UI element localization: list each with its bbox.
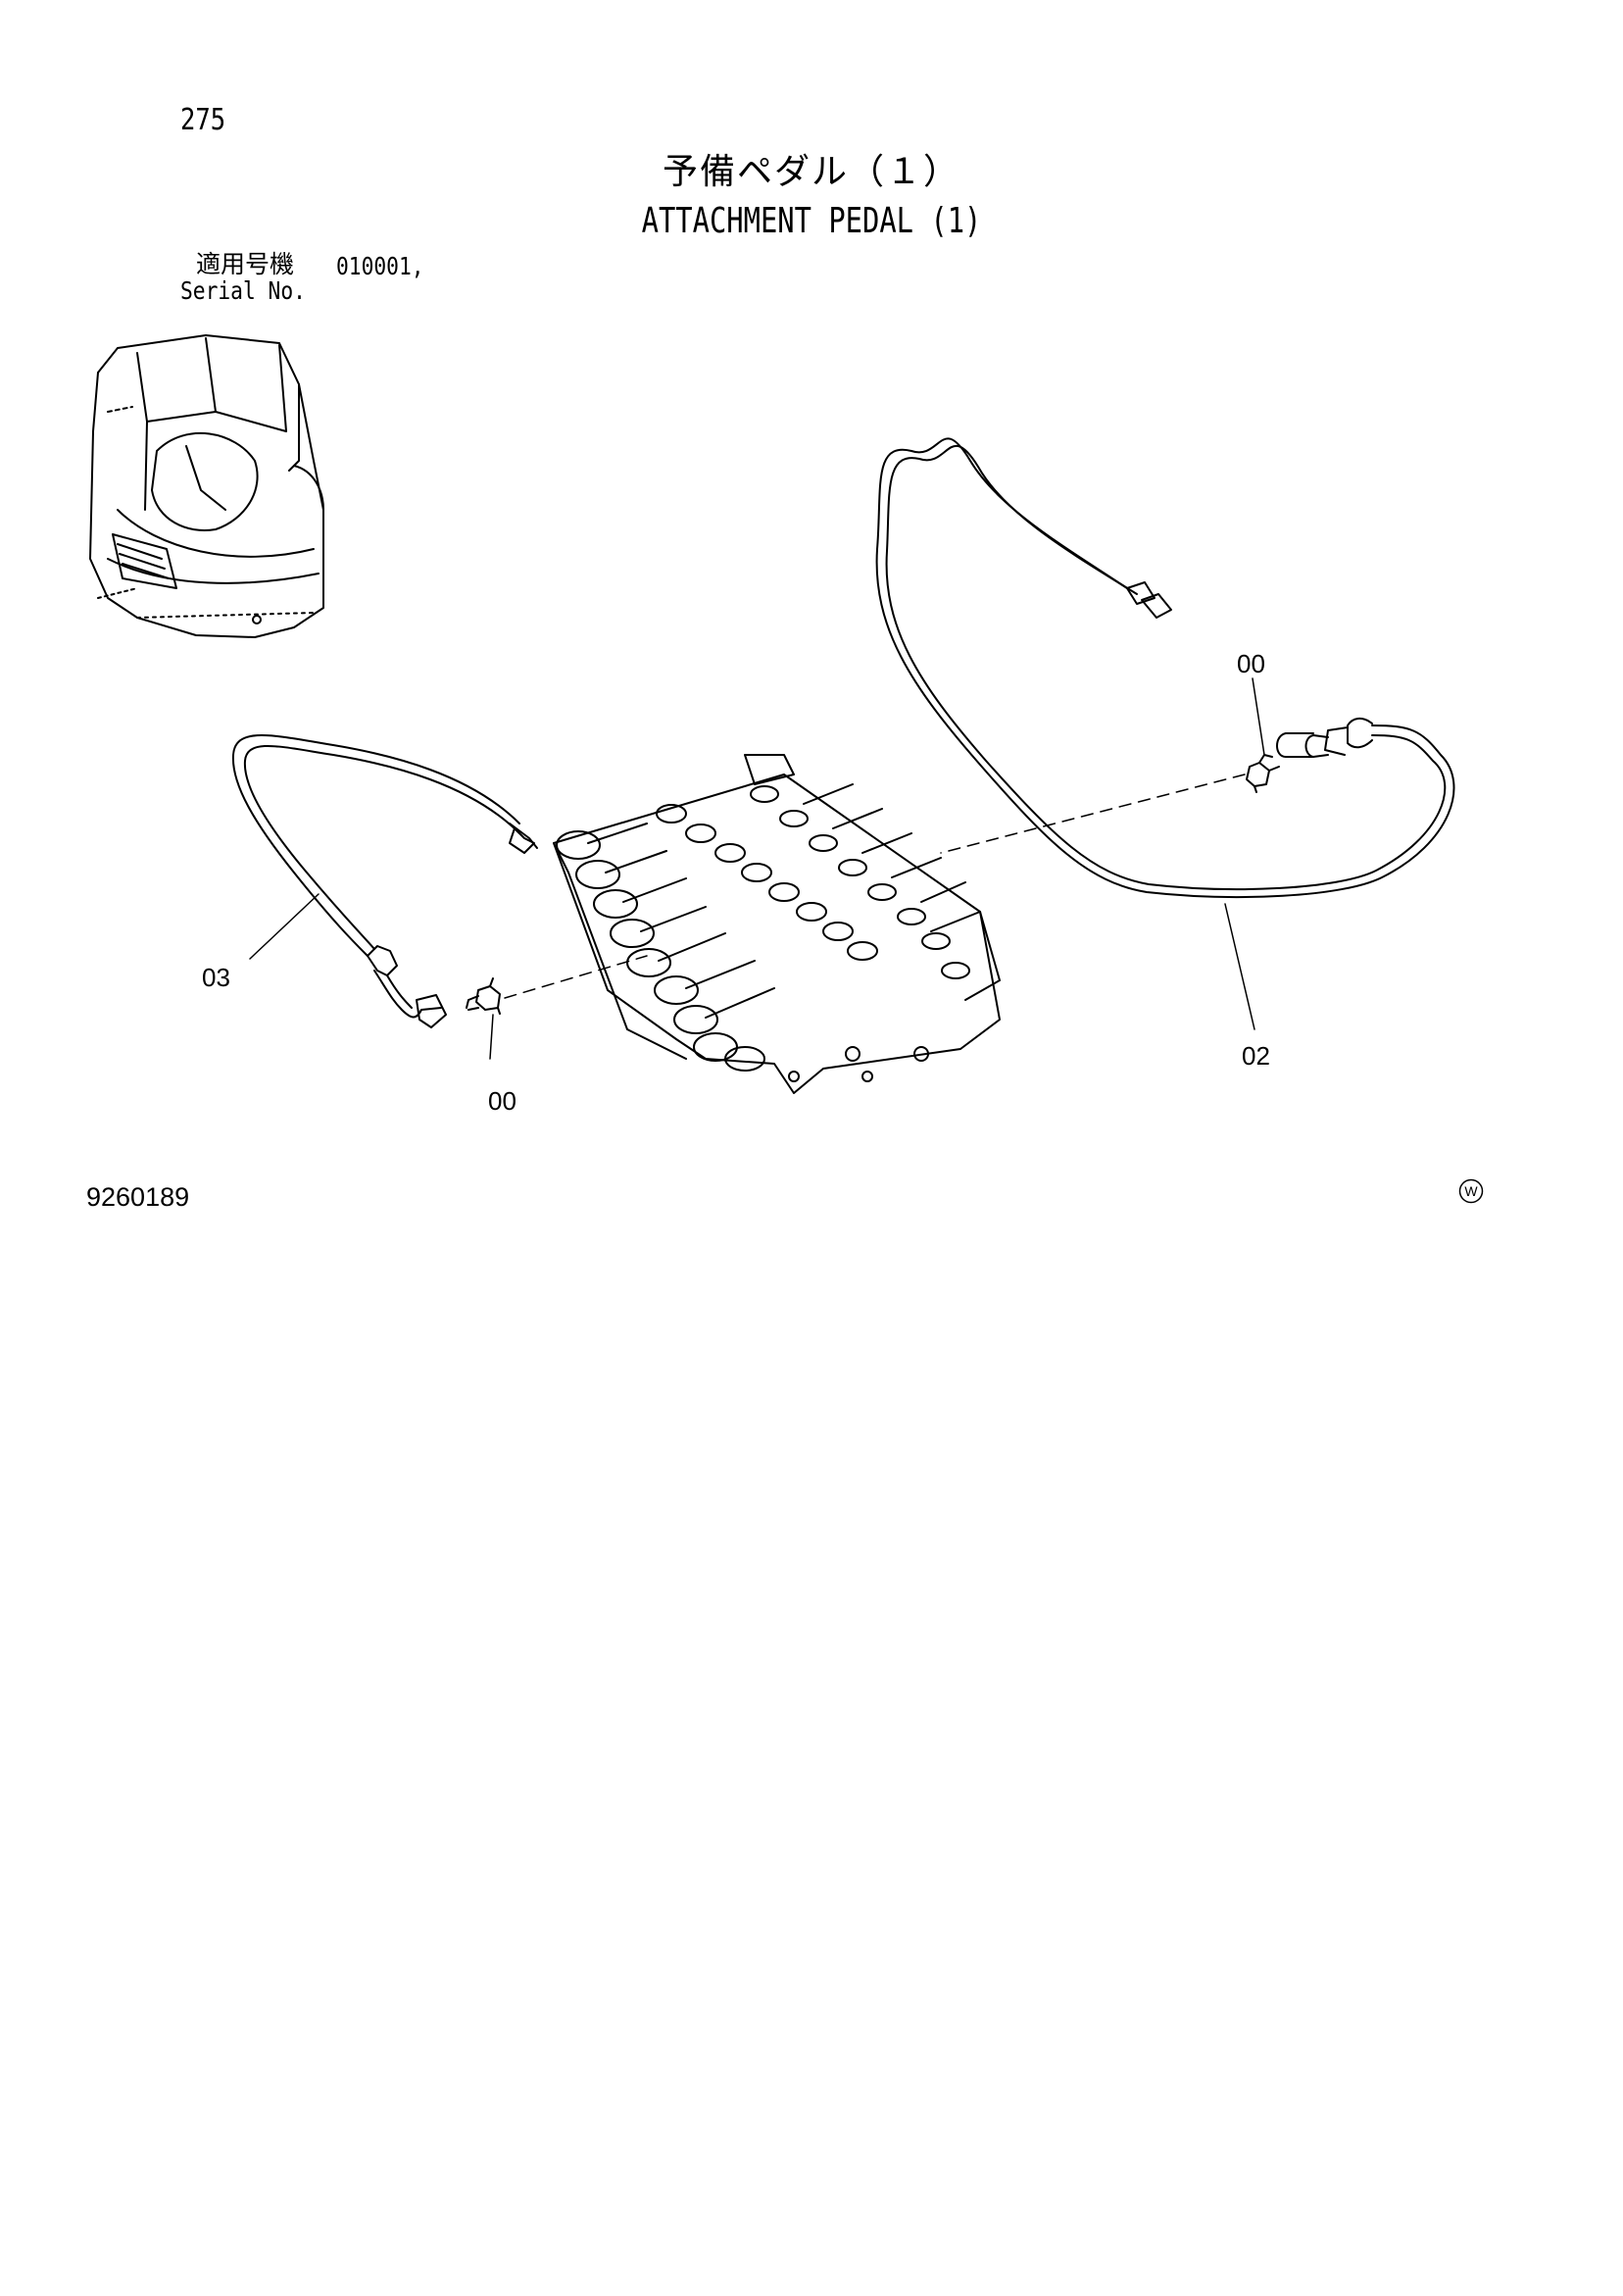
serial-label-japanese: 適用号機 xyxy=(196,250,295,278)
leader-00-left xyxy=(489,1014,494,1060)
control-valve xyxy=(553,754,1001,1094)
fitting-left xyxy=(466,977,501,1015)
document-code: 9260189 xyxy=(86,1182,190,1212)
dash-line-left xyxy=(504,955,648,999)
hose-02 xyxy=(875,437,1455,898)
hose-03 xyxy=(231,734,538,1028)
leader-02 xyxy=(1224,903,1255,1030)
page-number: 275 xyxy=(180,103,226,137)
w-mark-icon: W xyxy=(1458,1178,1484,1204)
title-english: ATTACHMENT PEDAL (1) xyxy=(641,201,982,241)
serial-label-english: Serial No. xyxy=(180,276,306,305)
leader-03 xyxy=(249,893,320,960)
dash-line-right xyxy=(940,774,1246,854)
title-japanese: 予備ペダル（１） xyxy=(662,152,960,192)
callout-03: 03 xyxy=(202,963,230,992)
fitting-right xyxy=(1246,754,1280,793)
leader-00-right xyxy=(1252,677,1265,756)
callout-02: 02 xyxy=(1242,1041,1270,1071)
parts-diagram xyxy=(89,334,1455,1094)
callout-00-right: 00 xyxy=(1237,649,1265,678)
serial-value: 010001, xyxy=(336,252,424,280)
machine-overview-thumbnail xyxy=(89,334,324,638)
svg-text:W: W xyxy=(1464,1183,1478,1199)
callout-00-left: 00 xyxy=(488,1086,516,1116)
